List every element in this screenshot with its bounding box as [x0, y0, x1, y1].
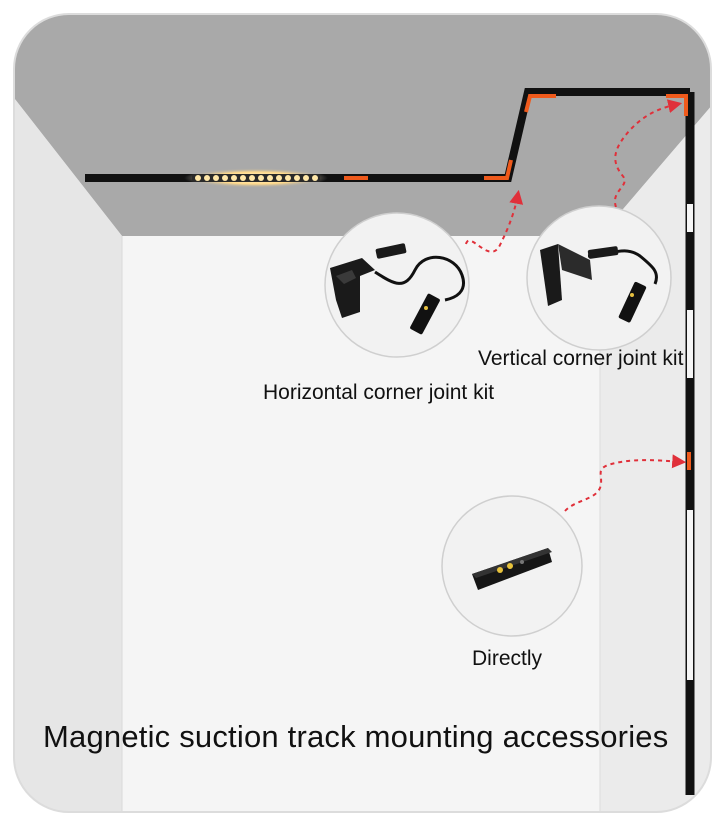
straight-connector-icon	[472, 548, 552, 590]
frame-border	[13, 13, 712, 813]
vertical-kit-label: Vertical corner joint kit	[478, 347, 684, 370]
horizontal-kit-label: Horizontal corner joint kit	[263, 381, 495, 404]
left-wall	[14, 80, 122, 812]
track-gaps	[687, 204, 693, 680]
arrow-directly	[564, 454, 687, 512]
ceiling	[14, 14, 711, 236]
vertical-kit-photo	[526, 205, 672, 351]
directly-label: Directly	[472, 647, 543, 670]
arrow-vertical-kit	[613, 99, 683, 208]
horizontal-kit-photo	[324, 212, 470, 358]
horizontal-corner-connector-icon	[330, 243, 465, 335]
arrow-horizontal-kit	[465, 189, 524, 253]
page-title: Magnetic suction track mounting accessor…	[43, 719, 669, 754]
led-strip	[184, 168, 328, 188]
directly-photo	[441, 495, 583, 637]
vertical-corner-connector-icon	[540, 244, 658, 323]
dashed-arrows	[465, 99, 687, 512]
